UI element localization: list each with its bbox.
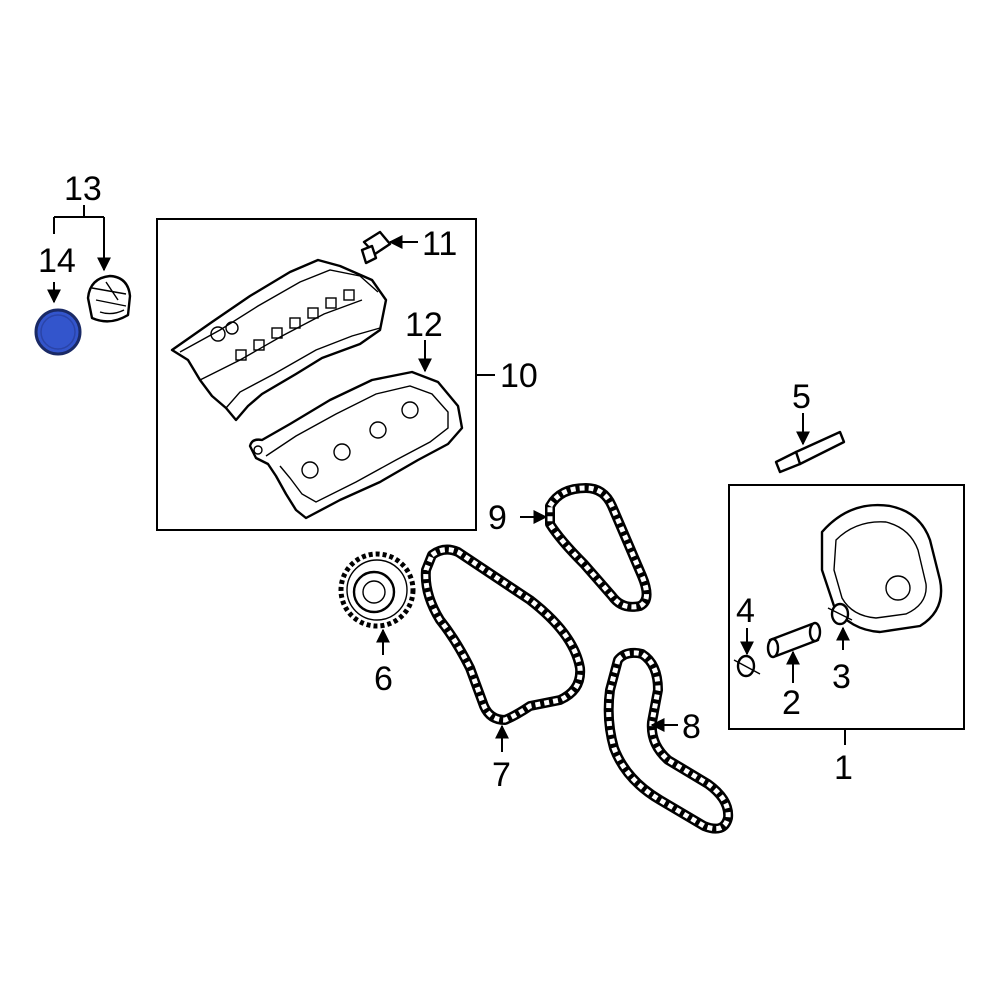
callout-7: 7 <box>492 756 511 794</box>
part-9-timing-chain[interactable] <box>545 483 652 612</box>
callout-6: 6 <box>374 660 393 698</box>
part-1-group-box <box>728 484 965 730</box>
part-10-valve-cover[interactable] <box>170 258 388 422</box>
callout-3: 3 <box>832 658 851 696</box>
part-12-valve-cover-gasket[interactable] <box>248 370 464 520</box>
part-6-sprocket[interactable] <box>338 551 416 629</box>
part-8-timing-chain[interactable] <box>603 647 734 834</box>
callout-12: 12 <box>405 306 443 344</box>
callout-10: 10 <box>500 357 538 395</box>
part-5-sealant-tube[interactable] <box>774 430 846 474</box>
callout-4: 4 <box>736 592 755 630</box>
callout-1: 1 <box>834 749 853 787</box>
callout-13-14-leaders <box>47 205 111 304</box>
callout-8: 8 <box>682 708 701 746</box>
part-7-timing-chain[interactable] <box>420 544 586 725</box>
part-13-oil-cap[interactable] <box>86 274 132 323</box>
part-11-bolt[interactable] <box>360 230 392 265</box>
callout-2: 2 <box>782 684 801 722</box>
part-3-o-ring[interactable] <box>827 602 853 626</box>
callout-11: 11 <box>422 225 457 263</box>
part-14-seal[interactable] <box>34 308 82 356</box>
part-1-timing-cover[interactable] <box>820 503 943 634</box>
part-4-o-ring[interactable] <box>733 654 761 678</box>
callout-13: 13 <box>64 170 102 208</box>
part-2-pin[interactable] <box>766 621 822 659</box>
callout-5: 5 <box>792 378 811 416</box>
callout-14: 14 <box>38 242 76 280</box>
callout-9: 9 <box>488 499 507 537</box>
